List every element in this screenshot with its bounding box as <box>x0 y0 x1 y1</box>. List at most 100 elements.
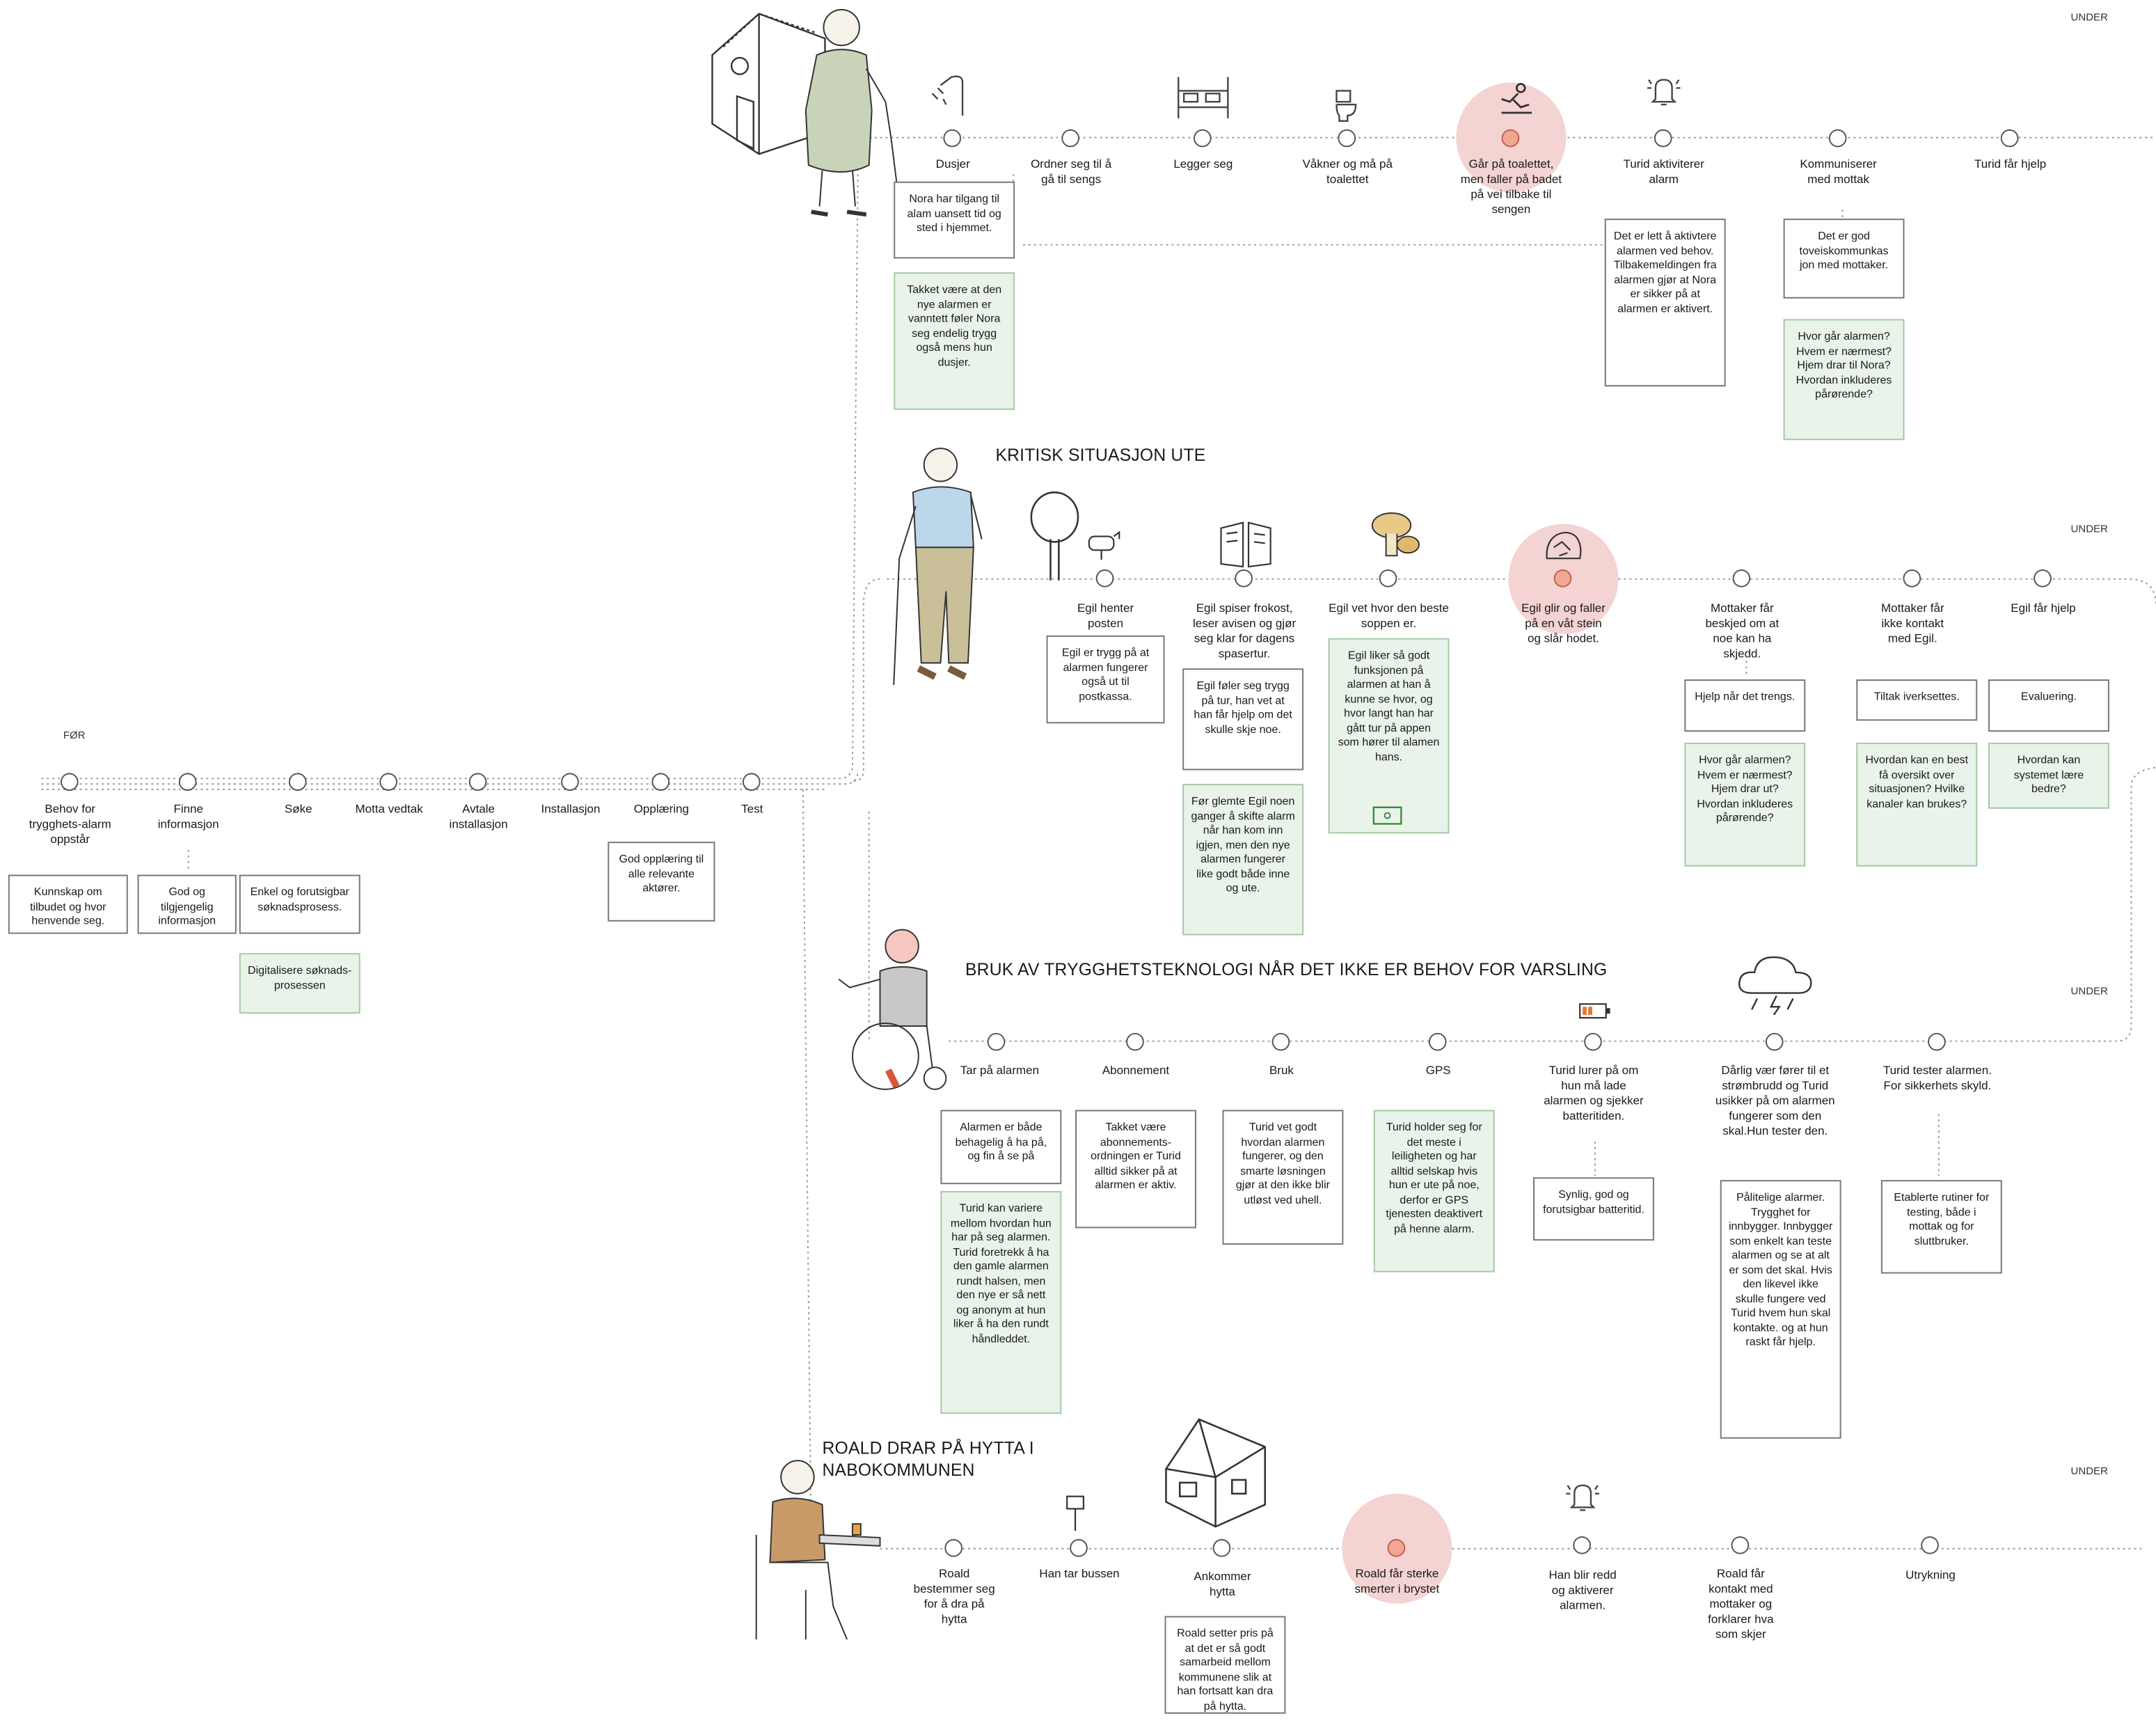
note-card: Takket være abonnements-ordningen er Tur… <box>1075 1110 1196 1229</box>
note-card: Synlig, god og forutsigbar batteritid. <box>1533 1177 1654 1241</box>
step-label: Han blir redd og aktiverer alarmen. <box>1548 1568 1617 1612</box>
note-card: God og tilgjengelig informasjon <box>137 874 237 934</box>
insight-card: Egil liker så godt funksjonen på alarmen… <box>1328 638 1450 834</box>
note-card: Hjelp når det trengs. <box>1684 679 1806 732</box>
journey-step-critical[interactable] <box>1553 569 1572 588</box>
journey-step-critical[interactable] <box>1501 129 1520 148</box>
note-card: Evaluering. <box>1988 679 2109 732</box>
journey-step[interactable] <box>1212 1538 1231 1557</box>
step-label: Søke <box>284 801 312 816</box>
journey-step[interactable] <box>1903 569 1921 588</box>
insight-card: Turid kan variere mellom hvordan hun har… <box>940 1191 1062 1414</box>
step-label: Egil spiser frokost, leser avisen og gjø… <box>1193 601 1297 661</box>
journey-step[interactable] <box>1921 1536 1939 1554</box>
journey-step[interactable] <box>1338 129 1356 148</box>
wheelchair-user-icon <box>838 929 947 1090</box>
phase-label-under: UNDER <box>2070 10 2108 24</box>
insight-card: Hvordan kan systemet lære bedre? <box>1988 742 2109 809</box>
note-card: Nora har tilgang til alam uansett tid og… <box>894 181 1015 259</box>
journey-step-critical[interactable] <box>1387 1538 1406 1557</box>
journey-step[interactable] <box>943 129 962 148</box>
journey-step[interactable] <box>60 773 79 791</box>
step-label: Egil henter posten <box>1077 601 1134 630</box>
insight-card: Hvor går alarmen? Hvem er nærmest? Hjem … <box>1783 319 1905 441</box>
journey-step[interactable] <box>1765 1032 1784 1051</box>
journey-step[interactable] <box>1193 129 1212 148</box>
step-label: Utrykning <box>1905 1568 1956 1582</box>
step-label: Ankommer hytta <box>1194 1569 1251 1598</box>
journey-step[interactable] <box>987 1032 1006 1051</box>
journey-step[interactable] <box>288 773 307 791</box>
note-card: Enkel og forutsigbar søknadsprosess. <box>239 874 360 934</box>
step-label: Mottaker får ikke kontakt med Egil. <box>1881 601 1944 645</box>
note-card: Kunnskap om tilbudet og hvor henvende se… <box>8 874 128 934</box>
journey-step[interactable] <box>1235 569 1253 588</box>
step-label: Han tar bussen <box>1039 1566 1120 1581</box>
phase-label-before: FØR <box>63 729 86 741</box>
storm-cloud-icon <box>1738 956 1812 1016</box>
newspaper-icon <box>1220 521 1271 568</box>
elderly-woman-icon <box>804 8 900 217</box>
step-label: Går på toalettet, men faller på badet på… <box>1460 157 1562 216</box>
note-card: Det er lett å aktivtere alarmen ved beho… <box>1604 219 1726 387</box>
step-label: Turid får hjelp <box>1974 157 2047 171</box>
journey-step[interactable] <box>1828 129 1847 148</box>
insight-card: Hvor går alarmen? Hvem er nærmest? Hjem … <box>1684 742 1806 867</box>
step-label: Opplæring <box>633 801 689 816</box>
step-label: Roald får sterke smerter i brystet <box>1354 1566 1440 1595</box>
scenario-title-bruk: BRUK AV TRYGGHETSTEKNOLOGI NÅR DET IKKE … <box>965 960 1608 979</box>
step-label: Tar på alarmen <box>960 1063 1040 1078</box>
step-label: Roald får kontakt med mottaker og forkla… <box>1708 1566 1774 1641</box>
journey-step[interactable] <box>651 773 670 791</box>
note-card: Turid vet godt hvordan alarmen fungerer,… <box>1222 1110 1344 1245</box>
journey-step[interactable] <box>1070 1538 1088 1557</box>
step-label: Egil får hjelp <box>2011 601 2076 615</box>
journey-step[interactable] <box>1428 1032 1447 1051</box>
journey-step[interactable] <box>1126 1032 1144 1051</box>
journey-step[interactable] <box>1584 1032 1602 1051</box>
scenario-title-roald: ROALD DRAR PÅ HYTTA I NABOKOMMUNEN <box>822 1438 1034 1481</box>
step-label: Test <box>741 801 763 816</box>
step-label: Installasjon <box>541 801 601 816</box>
alarm-bell-icon <box>1566 1484 1599 1511</box>
step-label: Abonnement <box>1102 1063 1170 1078</box>
journey-step[interactable] <box>2000 129 2019 148</box>
journey-step[interactable] <box>1654 129 1672 148</box>
journey-step[interactable] <box>2034 569 2052 588</box>
insight-card: Turid holder seg for det meste i leiligh… <box>1373 1110 1495 1272</box>
journey-step[interactable] <box>944 1538 963 1557</box>
tree-icon <box>1030 491 1079 581</box>
journey-step[interactable] <box>1731 1536 1750 1554</box>
fall-icon <box>1501 83 1532 114</box>
mushroom-icon <box>1371 512 1420 557</box>
journey-step[interactable] <box>561 773 579 791</box>
scenario-title-ute: KRITISK SITUASJON UTE <box>995 446 1206 465</box>
journey-step[interactable] <box>1271 1032 1290 1051</box>
journey-step[interactable] <box>1379 569 1397 588</box>
alarm-bell-icon <box>1647 79 1681 106</box>
cabin-icon <box>1165 1418 1267 1528</box>
journey-step[interactable] <box>1732 569 1751 588</box>
bed-icon <box>1178 77 1229 118</box>
journey-step[interactable] <box>742 773 761 791</box>
step-label: Finne informasjon <box>157 801 219 831</box>
step-label: Våkner og må på toalettet <box>1302 157 1393 186</box>
step-label: Turid aktiviterer alarm <box>1623 157 1704 186</box>
journey-step[interactable] <box>1095 569 1114 588</box>
note-card: Det er god toveiskommunkas jon med motta… <box>1783 219 1905 299</box>
mailbox-icon <box>1088 530 1120 560</box>
insight-card: Digitalisere søknads-prosessen <box>239 953 360 1014</box>
journey-step[interactable] <box>1061 129 1080 148</box>
step-label: Motta vedtak <box>355 801 423 816</box>
insight-card: Takket være at den nye alarmen er vannte… <box>894 272 1015 410</box>
journey-step[interactable] <box>379 773 398 791</box>
journey-step[interactable] <box>468 773 487 791</box>
rock-icon <box>1546 532 1582 560</box>
journey-step[interactable] <box>1928 1032 1946 1051</box>
shower-icon <box>931 75 964 116</box>
journey-step[interactable] <box>1573 1536 1592 1554</box>
phase-label-under: UNDER <box>2070 1465 2108 1478</box>
battery-icon <box>1579 1003 1610 1019</box>
note-card: Egil føler seg trygg på tur, han vet at … <box>1182 668 1304 771</box>
journey-step[interactable] <box>178 773 197 791</box>
